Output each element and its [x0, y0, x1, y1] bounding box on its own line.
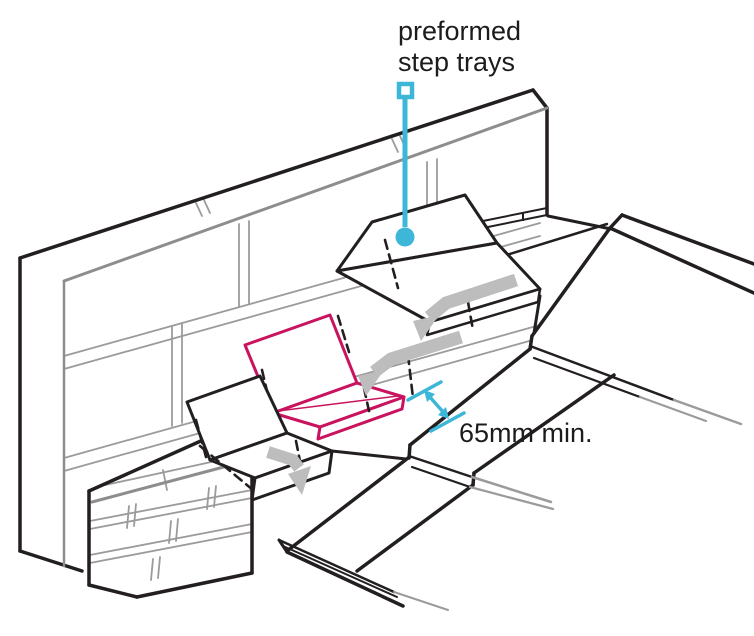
- pier-edges: [87, 438, 254, 599]
- brick-pier: [87, 438, 254, 599]
- wall-end-face: [20, 258, 64, 566]
- tray-top-roof-connector: [532, 294, 542, 335]
- tray-top-hidden-edges: [383, 238, 475, 332]
- tray-red-kick-edge: [316, 395, 406, 441]
- roof-main-lines: [285, 213, 754, 608]
- flow-arrow-icon: [358, 330, 463, 396]
- wall-top-face: [20, 90, 547, 281]
- roof-step-edges: [277, 214, 743, 611]
- leader-square-icon: [396, 81, 415, 100]
- annotations: preformed step trays 65mm min.: [395, 16, 593, 448]
- tray-bottom-roof-connector: [330, 449, 408, 461]
- wall-edges: [18, 88, 549, 573]
- flow-arrow-icon: [413, 273, 519, 341]
- step-tray-top: [335, 193, 542, 337]
- tray-red-fold-line: [277, 395, 399, 412]
- roof-surface: [287, 228, 754, 606]
- label-preformed-step-trays-line1: preformed: [398, 16, 521, 46]
- ridge-band: [610, 215, 754, 293]
- label-preformed-step-trays-line2: step trays: [398, 47, 515, 77]
- leader-dot-icon: [395, 227, 415, 247]
- step-tray-middle-highlighted: [243, 313, 415, 441]
- water-flow-arrows: [266, 273, 519, 495]
- roof-tile-courses: [277, 213, 754, 611]
- dimension-arrow-icon: [406, 380, 466, 433]
- leader-line: [395, 81, 415, 247]
- wall-top-near-edge: [62, 106, 549, 283]
- label-dimension-65mm-min: 65mm min.: [459, 418, 593, 448]
- flow-arrow-icon: [266, 446, 311, 495]
